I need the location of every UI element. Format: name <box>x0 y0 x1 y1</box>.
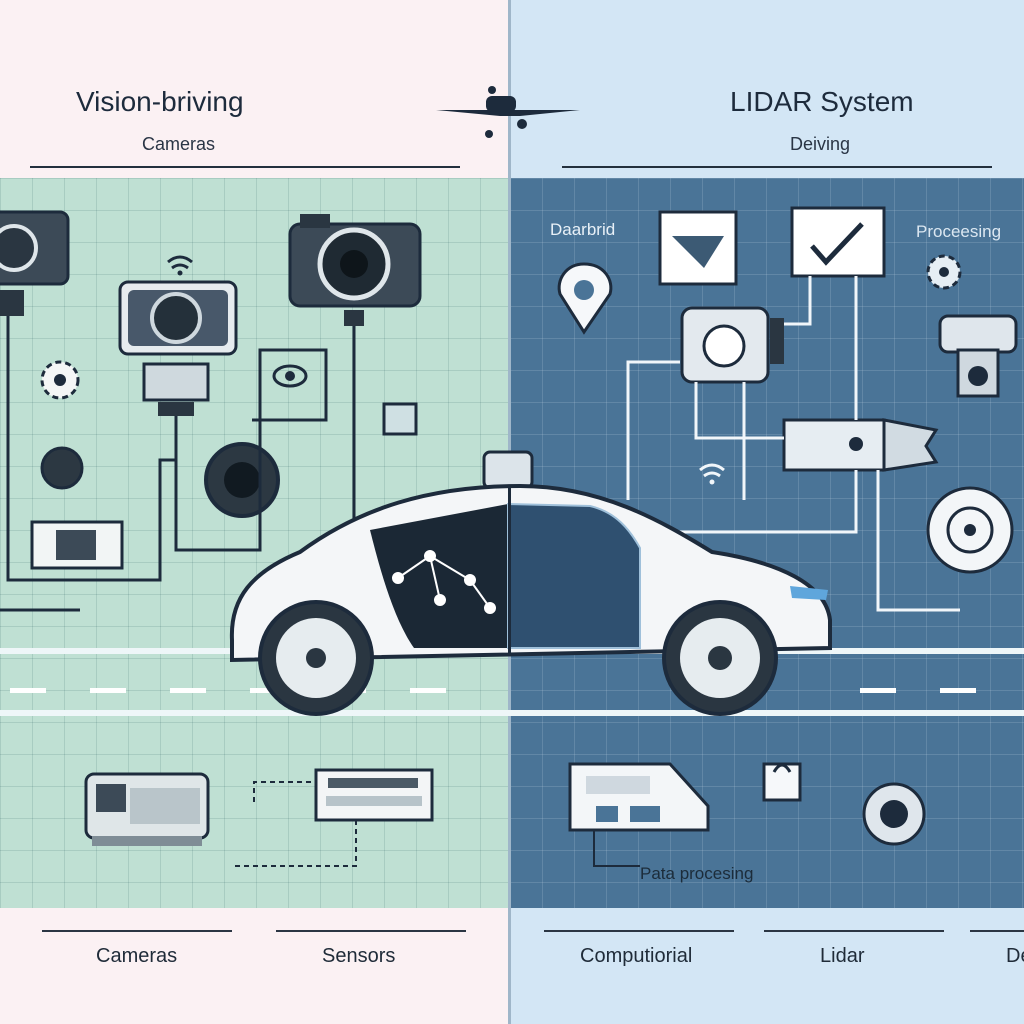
camera-icon <box>118 280 238 416</box>
drone-icon <box>436 86 580 138</box>
lidar-bottom-rule-3 <box>970 930 1024 932</box>
lidar-title-rule <box>562 166 992 168</box>
checkmark-chart-icon <box>790 206 886 278</box>
lidar-wires <box>626 276 960 612</box>
vision-bottom-rule-2 <box>276 930 466 932</box>
map-pin-icon <box>557 262 613 335</box>
bottom-label-lidar: Lidar <box>820 945 865 967</box>
bottom-label-sensors: Sensors <box>322 945 396 967</box>
lidar-bottom-rule-2 <box>764 930 944 932</box>
lidar-title: LIDAR System <box>730 86 914 117</box>
road <box>0 648 1024 716</box>
lock-icon <box>762 762 802 802</box>
car-icon <box>229 450 832 716</box>
data-processing-unit <box>568 762 710 832</box>
camera-icon <box>288 214 422 326</box>
display-screen <box>658 210 738 286</box>
gear-icon <box>926 254 962 290</box>
vision-subtitle: Cameras <box>142 134 216 154</box>
camera-icon <box>0 210 70 316</box>
vision-title: Vision-briving <box>76 86 244 117</box>
sensor-box <box>314 768 434 822</box>
lidar-scanner <box>782 418 939 472</box>
label-processing: Proceesing <box>916 222 1002 241</box>
camera-module <box>84 772 210 846</box>
label-data-processing: Pata procesing <box>640 864 754 883</box>
label-dashboard: Daarbrid <box>550 220 616 239</box>
bottom-label-computational: Computiorial <box>580 945 693 967</box>
vision-title-rule <box>30 166 460 168</box>
processing-unit <box>680 306 784 384</box>
eye-icon <box>272 364 308 388</box>
wifi-icon <box>699 463 725 485</box>
sensor-dial <box>862 782 926 846</box>
lidar-sensor-icon <box>938 314 1018 398</box>
lidar-bottom-rule-1 <box>544 930 734 932</box>
radar-dial <box>926 486 1014 574</box>
bottom-label-de: De <box>1006 945 1024 967</box>
gear-icon <box>40 360 80 400</box>
lidar-subtitle: Deiving <box>790 134 851 154</box>
vision-lower-wires <box>234 781 357 867</box>
bottom-label-cameras: Cameras <box>96 945 178 967</box>
wifi-icon <box>167 255 193 276</box>
sensor-chip <box>382 402 418 436</box>
camera-lens <box>40 442 280 518</box>
vision-bottom-rule-1 <box>42 930 232 932</box>
